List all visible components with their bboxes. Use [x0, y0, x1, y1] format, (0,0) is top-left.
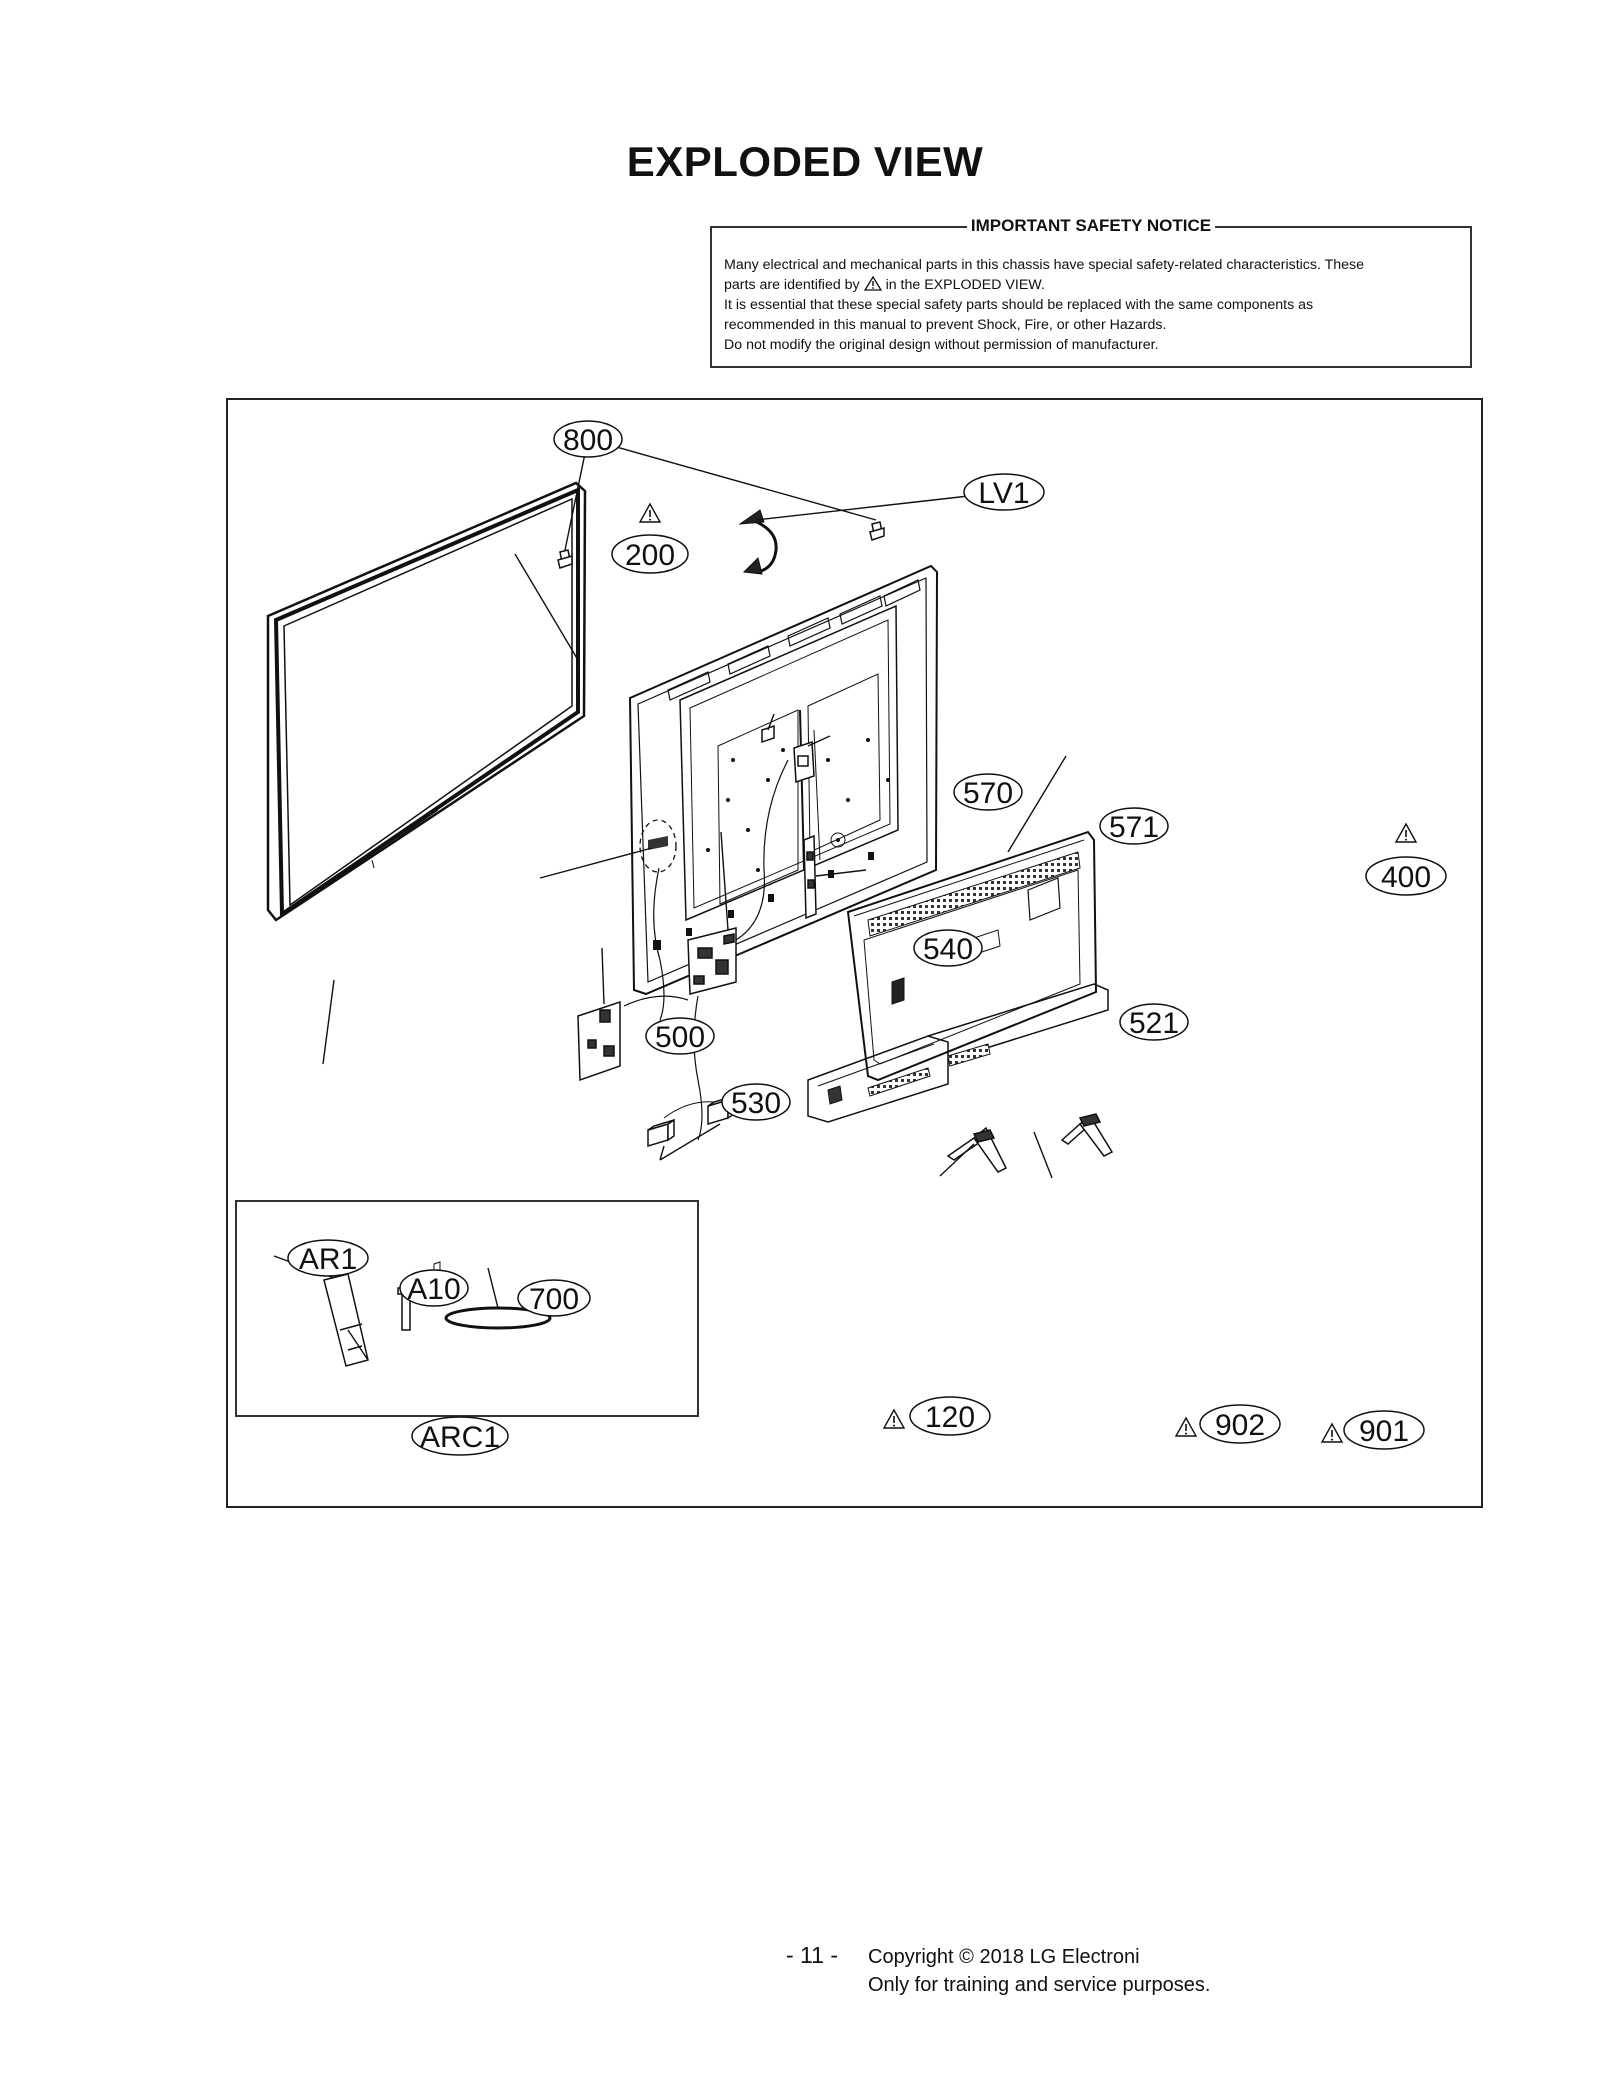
- callout-120: 120: [883, 1396, 991, 1436]
- cable-lv1: [738, 509, 778, 575]
- callout-521: 521: [1119, 1003, 1189, 1041]
- callout-ar1: AR1: [287, 1239, 369, 1277]
- safety-notice-line-3: It is essential that these special safet…: [724, 297, 1314, 313]
- callout-120-label: 120: [925, 1401, 975, 1434]
- callout-200-label: 200: [625, 539, 675, 572]
- callout-902-label: 902: [1215, 1409, 1265, 1442]
- safety-notice-line-4: recommended in this manual to prevent Sh…: [724, 317, 1167, 333]
- remote-ar1: [323, 1273, 369, 1367]
- callout-530: 530: [721, 1083, 791, 1121]
- callout-arc1: ARC1: [411, 1416, 509, 1456]
- callout-800-label: 800: [563, 424, 613, 457]
- callout-530-label: 530: [731, 1087, 781, 1120]
- safety-notice-line-2: parts are identified by in the EXPLODED …: [724, 275, 1458, 295]
- stand-901: [1060, 1113, 1114, 1157]
- part-540: [687, 759, 789, 995]
- callout-400: 400: [1365, 823, 1447, 896]
- warning-triangle-icon: [1321, 1423, 1343, 1443]
- rear-chassis-module: [628, 564, 939, 996]
- exploded-view-figure: 800 LV1 200 570 571 400 540: [226, 398, 1483, 1508]
- part-571: [793, 740, 815, 784]
- callout-arc1-label: ARC1: [420, 1421, 500, 1454]
- callout-leader-lines: [273, 438, 1067, 1361]
- page-number: - 11 -: [786, 1942, 838, 1968]
- warning-triangle-icon: [883, 1409, 905, 1429]
- page-title: EXPLODED VIEW: [626, 138, 984, 185]
- part-521: [803, 834, 817, 920]
- callout-901-label: 901: [1359, 1415, 1409, 1448]
- usage-line: Only for training and service purposes.: [868, 1974, 1211, 1996]
- callout-lv1-label: LV1: [978, 477, 1029, 510]
- safety-notice-line-2-start: parts are identified by: [724, 277, 860, 293]
- warning-triangle-icon: [1175, 1417, 1197, 1437]
- part-500: [639, 819, 677, 1021]
- part-120-speakers: [647, 1094, 735, 1148]
- callout-571-label: 571: [1109, 811, 1159, 844]
- safety-notice-line-2-end: in the EXPLODED VIEW.: [885, 277, 1045, 293]
- callout-a10: A10: [399, 1269, 469, 1307]
- part-570: [761, 724, 775, 744]
- callout-200: 200: [611, 503, 689, 574]
- warning-triangle-icon: [1395, 823, 1417, 843]
- callout-902: 902: [1175, 1404, 1281, 1444]
- part-530: [577, 995, 689, 1082]
- front-panel-frame: [266, 481, 587, 922]
- back-cover-400: [807, 830, 1109, 1123]
- callout-400-label: 400: [1381, 861, 1431, 894]
- callout-ar1-label: AR1: [299, 1243, 357, 1276]
- safety-notice-line-5: Do not modify the original design withou…: [724, 337, 1159, 353]
- safety-notice-body: Many electrical and mechanical parts in …: [724, 255, 1458, 355]
- safety-notice-heading-wrap: IMPORTANT SAFETY NOTICE: [712, 216, 1470, 236]
- callout-lv1: LV1: [963, 473, 1045, 511]
- warning-triangle-icon: [863, 276, 882, 291]
- speaker-cable: [693, 995, 703, 1141]
- callout-700-label: 700: [529, 1283, 579, 1316]
- safety-notice-box: IMPORTANT SAFETY NOTICE Many electrical …: [710, 216, 1472, 368]
- safety-notice-line-1: Many electrical and mechanical parts in …: [724, 257, 1365, 273]
- callout-540: 540: [913, 929, 983, 967]
- callout-571: 571: [1099, 807, 1169, 845]
- callout-901: 901: [1321, 1410, 1425, 1450]
- callout-540-label: 540: [923, 933, 973, 966]
- callout-a10-label: A10: [407, 1273, 460, 1306]
- copyright-block: Copyright © 2018 LG Electroni Only for t…: [868, 1943, 1210, 1999]
- callout-700: 700: [517, 1279, 591, 1317]
- callout-800: 800: [553, 420, 623, 458]
- callout-570-label: 570: [963, 777, 1013, 810]
- accessory-inset-box: [235, 1200, 699, 1417]
- callout-521-label: 521: [1129, 1007, 1179, 1040]
- callout-500-label: 500: [655, 1021, 705, 1054]
- copyright-line: Copyright © 2018 LG Electroni: [868, 1946, 1140, 1968]
- callout-500: 500: [645, 1017, 715, 1055]
- stand-902: [946, 1126, 1008, 1173]
- warning-triangle-icon: [639, 503, 661, 523]
- safety-notice-heading: IMPORTANT SAFETY NOTICE: [966, 216, 1216, 235]
- exploded-view-drawing: 800 LV1 200 570 571 400 540: [235, 420, 1447, 1456]
- callout-570: 570: [953, 773, 1023, 811]
- clip-part-800: [557, 521, 885, 569]
